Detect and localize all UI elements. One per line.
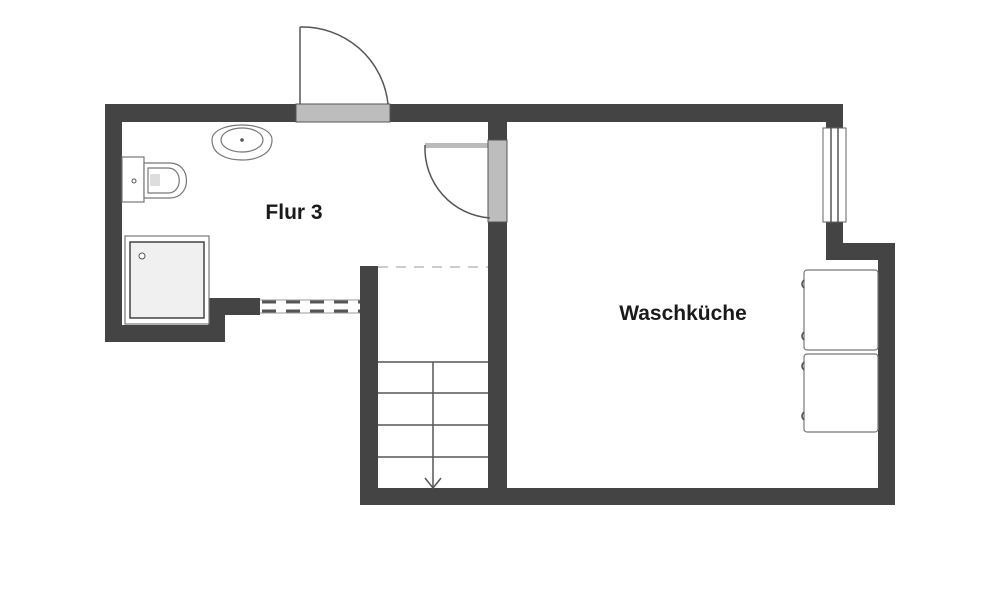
wall-right: [878, 243, 895, 505]
room-label-flur-3: Flur 3: [265, 201, 322, 224]
wall-right-upper: [826, 104, 843, 128]
toilet: [121, 156, 187, 203]
wall-left: [105, 104, 122, 342]
washing-machine: [801, 269, 879, 351]
wall-top: [105, 104, 843, 122]
window-opening-dashed: [260, 298, 360, 315]
sink: [211, 124, 273, 161]
interior-door[interactable]: [424, 139, 508, 223]
shower-tray: [124, 235, 210, 325]
stairs: [378, 361, 488, 490]
room-label-waschkueche: Waschküche: [619, 302, 747, 325]
stair-arrow-icon: [424, 477, 442, 490]
wall-stub: [208, 298, 260, 315]
window-right: [822, 127, 847, 223]
dryer: [801, 353, 879, 433]
wall-right-jog: [826, 243, 895, 260]
wall-stair-left: [360, 266, 378, 505]
entrance-door[interactable]: [295, 26, 391, 123]
wall-bottom-left: [105, 325, 225, 342]
wall-bottom: [360, 488, 895, 505]
